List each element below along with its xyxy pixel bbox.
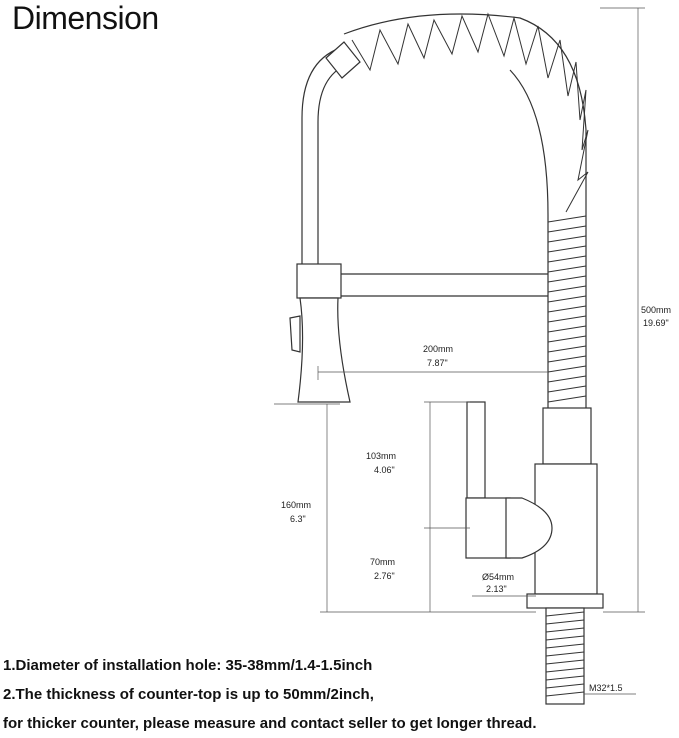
note-counter-thickness: 2.The thickness of counter-top is up to …: [3, 686, 374, 703]
handle-inch-label: 4.06": [374, 465, 395, 475]
thread-shank: [545, 607, 585, 705]
handle-lever: [466, 401, 486, 499]
handle-mount: [465, 497, 511, 559]
base-diameter-mm-label: Ø54mm: [482, 572, 514, 582]
handle-mm-label: 103mm: [366, 451, 396, 461]
dimension-lines: [274, 7, 645, 695]
reach-mm-label: 200mm: [423, 344, 453, 354]
page-title: Dimension: [12, 0, 159, 36]
spout-tube-inner: [317, 63, 349, 268]
spring-outline-left: [343, 13, 587, 410]
spring-coil: [351, 12, 589, 213]
base-height-mm-label: 70mm: [370, 557, 395, 567]
sprayer-head: [297, 297, 351, 403]
spout-arm: [340, 273, 548, 297]
base-height-inch-label: 2.76": [374, 571, 395, 581]
thread-lines: [545, 611, 585, 697]
sprayer-button: [289, 315, 301, 353]
base-diameter-inch-label: 2.13": [486, 584, 507, 594]
body-neck: [542, 407, 592, 465]
spout-height-inch-label: 6.3": [290, 514, 306, 524]
handle-knob: [505, 497, 553, 559]
note-thicker-counter: for thicker counter, please measure and …: [3, 715, 537, 732]
reach-inch-label: 7.87": [427, 358, 448, 368]
spring-outline-inner: [509, 69, 549, 410]
height-inch-label: 19.69": [643, 318, 669, 328]
base-ring: [526, 593, 604, 609]
spout-tube: [301, 47, 341, 268]
note-install-hole: 1.Diameter of installation hole: 35-38mm…: [3, 657, 373, 674]
faucet-outline: [289, 13, 604, 705]
thread-label: M32*1.5: [589, 683, 623, 693]
spring-coil-lower: [547, 215, 587, 403]
spout-collar: [325, 41, 361, 79]
height-mm-label: 500mm: [641, 305, 671, 315]
sprayer-connector: [296, 263, 342, 299]
spout-height-mm-label: 160mm: [281, 500, 311, 510]
